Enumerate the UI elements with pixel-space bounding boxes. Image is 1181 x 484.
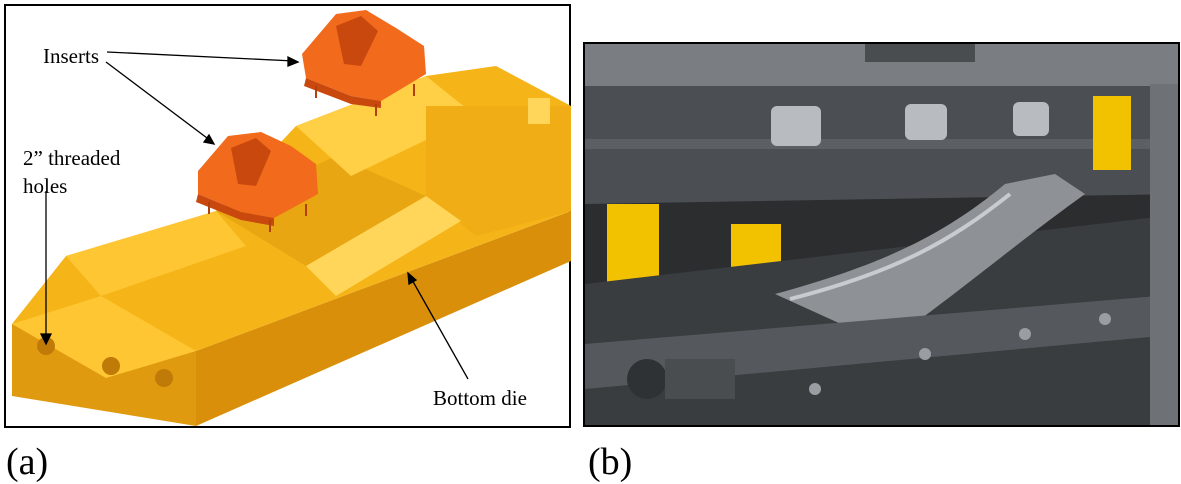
clamp-bolts [809, 313, 1111, 395]
label-threaded-holes-line1: 2” threaded [23, 146, 121, 170]
label-bottom-die: Bottom die [433, 386, 527, 410]
label-threaded-holes-line2: holes [23, 174, 68, 198]
caption-a: (a) [6, 441, 49, 483]
die-slot [306, 196, 461, 296]
cad-die-panel: Inserts 2” threaded holes Bottom die [4, 4, 571, 428]
die-ramp [296, 76, 476, 176]
threaded-hole [155, 369, 173, 387]
die-front-step [12, 296, 196, 378]
upper-inserts [771, 102, 1049, 146]
die-lug [528, 98, 550, 124]
annotation-arrows [39, 51, 469, 380]
die-photo [585, 44, 1178, 425]
press-post [1150, 84, 1178, 425]
label-inserts: Inserts [43, 44, 99, 68]
die-right-block [426, 106, 571, 236]
caption-b: (b) [588, 441, 633, 483]
insert-lower [196, 132, 318, 232]
die-ridge-left [66, 211, 246, 296]
front-bolt-head [627, 359, 667, 399]
formed-part [775, 174, 1085, 344]
insert-top [302, 10, 426, 116]
threaded-hole [37, 337, 55, 355]
threaded-hole [102, 357, 120, 375]
die-side-face [196, 211, 571, 426]
cad-die-drawing [12, 10, 571, 426]
die-photo-panel [583, 42, 1180, 427]
die-channel [216, 156, 426, 266]
